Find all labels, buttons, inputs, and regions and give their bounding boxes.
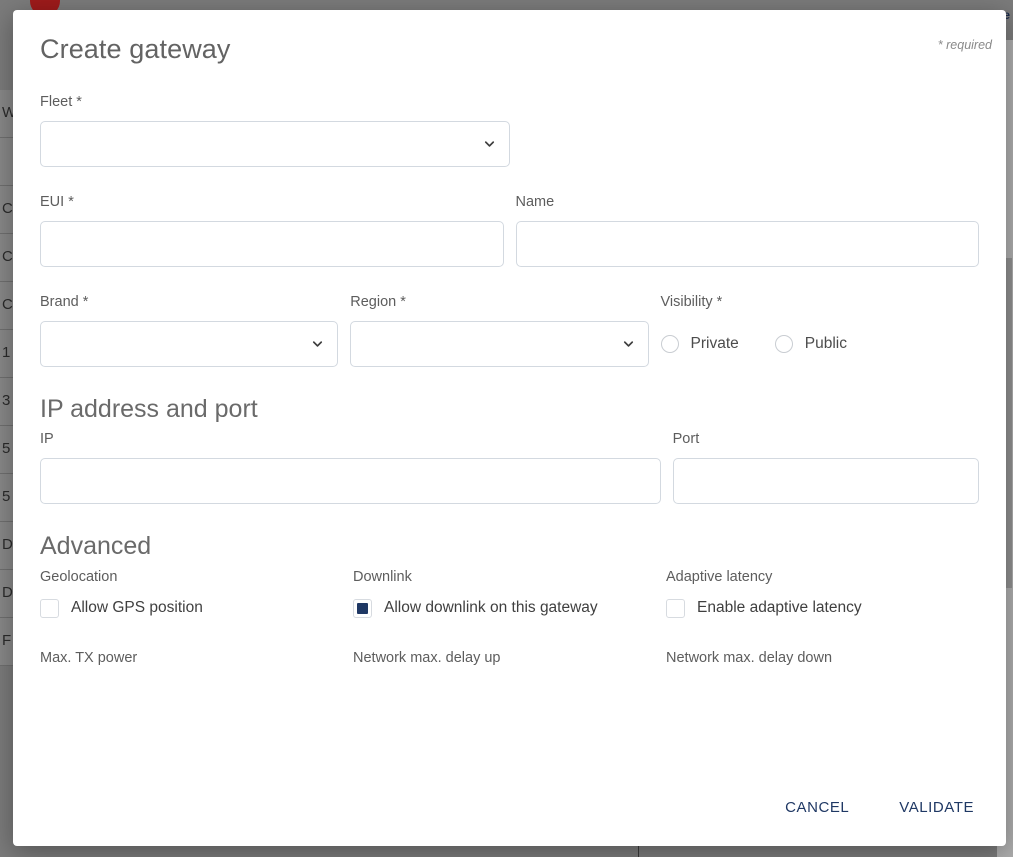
- advanced-section-title: Advanced: [40, 531, 152, 560]
- background-edge-glyph: e: [1003, 8, 1010, 22]
- ip-input[interactable]: [40, 457, 661, 504]
- allow-downlink-checkbox[interactable]: Allow downlink on this gateway: [353, 598, 666, 618]
- radio-circle-icon: [774, 334, 793, 353]
- checkbox-checked-icon: [353, 598, 372, 618]
- visibility-radio-public[interactable]: Public: [774, 334, 847, 353]
- required-note: * required: [937, 38, 992, 52]
- allow-gps-position-label: Allow GPS position: [71, 599, 203, 617]
- brand-field-group: Brand *: [40, 293, 339, 367]
- page-title: Create gateway: [40, 34, 231, 64]
- geolocation-label: Geolocation: [40, 568, 118, 585]
- advanced-column-geolocation: Geolocation Allow GPS position: [40, 569, 353, 618]
- port-input[interactable]: [672, 457, 979, 504]
- fleet-row: Fleet *: [40, 94, 979, 167]
- advanced-row: Geolocation Allow GPS position Downlink …: [40, 569, 979, 618]
- checkbox-icon: [40, 598, 59, 618]
- enable-adaptive-latency-label: Enable adaptive latency: [697, 599, 862, 617]
- dialog-actions: CANCEL VALIDATE: [771, 791, 988, 824]
- ip-field-group: IP: [40, 430, 661, 504]
- checkbox-icon: [666, 598, 685, 618]
- ip-label: IP: [40, 430, 54, 447]
- visibility-public-label: Public: [804, 334, 847, 352]
- radio-circle-icon: [660, 334, 679, 353]
- validate-button[interactable]: VALIDATE: [885, 791, 988, 824]
- advanced-column-adaptive-latency: Adaptive latency Enable adaptive latency: [666, 569, 979, 618]
- visibility-private-label: Private: [690, 334, 739, 352]
- advanced-column-downlink: Downlink Allow downlink on this gateway: [353, 569, 666, 618]
- fleet-select[interactable]: [40, 120, 510, 167]
- visibility-label: Visibility *: [660, 293, 723, 310]
- brand-select[interactable]: [40, 320, 339, 367]
- allow-downlink-label: Allow downlink on this gateway: [384, 599, 598, 617]
- visibility-field-group: Visibility * Private Public: [660, 293, 980, 367]
- fleet-label: Fleet *: [40, 94, 82, 110]
- region-label: Region *: [350, 293, 406, 310]
- allow-gps-position-checkbox[interactable]: Allow GPS position: [40, 598, 353, 618]
- advanced-sublabels-row: Max. TX power Network max. delay up Netw…: [40, 650, 979, 666]
- brand-label: Brand *: [40, 293, 89, 310]
- network-max-delay-up-label: Network max. delay up: [353, 649, 501, 666]
- name-field-group: Name: [515, 193, 979, 267]
- port-field-group: Port: [672, 430, 979, 504]
- port-label: Port: [672, 430, 700, 447]
- eui-label: EUI *: [40, 193, 74, 210]
- downlink-label: Downlink: [353, 568, 412, 585]
- max-tx-power-label: Max. TX power: [40, 649, 138, 666]
- eui-name-row: EUI * Name: [40, 193, 979, 267]
- region-field-group: Region *: [350, 293, 649, 367]
- fleet-field-group: Fleet *: [40, 94, 510, 167]
- eui-field-group: EUI *: [40, 193, 504, 267]
- visibility-radio-private[interactable]: Private: [660, 334, 739, 353]
- network-max-delay-down-label: Network max. delay down: [666, 649, 833, 666]
- create-gateway-dialog: * required Create gateway Fleet * EUI *: [13, 10, 1006, 846]
- eui-input[interactable]: [40, 220, 504, 267]
- name-input[interactable]: [515, 220, 979, 267]
- adaptive-latency-label: Adaptive latency: [666, 568, 773, 585]
- name-label: Name: [515, 193, 555, 210]
- region-select[interactable]: [350, 320, 649, 367]
- brand-region-visibility-row: Brand * Region * Visibility: [40, 293, 980, 367]
- enable-adaptive-latency-checkbox[interactable]: Enable adaptive latency: [666, 598, 979, 618]
- ip-port-row: IP Port: [40, 430, 979, 504]
- ip-section-title: IP address and port: [40, 394, 258, 423]
- cancel-button[interactable]: CANCEL: [771, 791, 863, 824]
